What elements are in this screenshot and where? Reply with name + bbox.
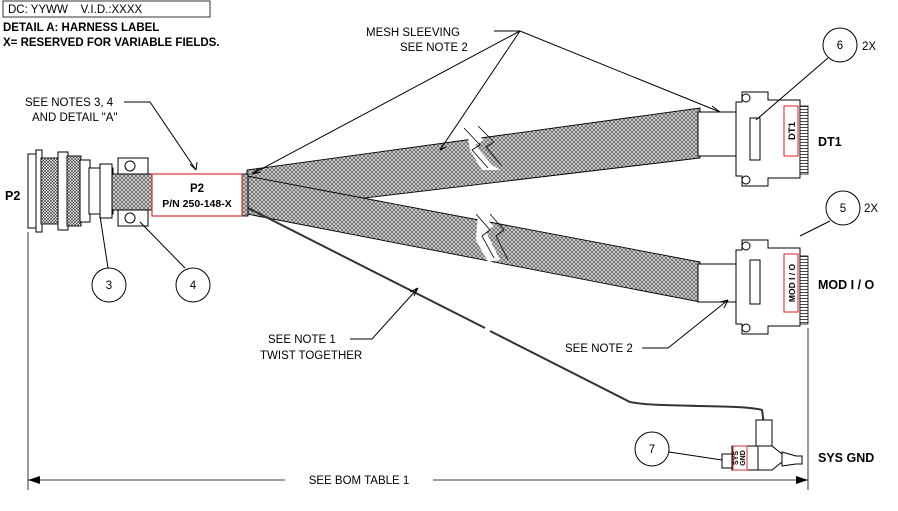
balloon-3-number: 3 [106,280,112,292]
note1-line2: TWIST TOGETHER [260,350,362,362]
p2-connector-label: P2 [5,189,20,203]
modio-tag: MOD I / O [787,263,797,302]
balloon-5-number: 5 [840,203,846,215]
note1-leader [350,287,419,340]
balloon-7 [634,431,723,467]
balloon-4-number: 4 [190,280,197,292]
bom-dimension [27,232,809,490]
dt1-connector-label: DT1 [818,135,842,149]
mesh-note-line2: SEE NOTE 2 [400,42,468,54]
sysgnd-tag-line2: GND [740,450,747,466]
notes34-line1: SEE NOTES 3, 4 [25,97,114,109]
note2-leader [642,299,729,349]
notes34-leader [124,101,198,171]
notes34-line2: AND DETAIL "A" [32,112,118,124]
harness-label-line1: P2 [190,183,204,195]
detail-a-note: X= RESERVED FOR VARIABLE FIELDS. [3,37,220,49]
ground-wire [247,207,766,433]
balloon-4 [139,221,211,303]
dt1-connector [697,91,809,187]
harness-label-line2: P/N 250-148-X [162,198,231,210]
mesh-branch-lower [246,175,701,303]
balloon-6-qty: 2X [862,41,876,53]
dt1-tag: DT1 [787,121,798,140]
balloon-6 [755,27,858,121]
harness-label [151,173,243,217]
modio-connector-label: MOD I / O [818,278,875,292]
sysgnd-terminal [721,419,803,471]
balloon-5 [799,190,861,237]
harness-label-box [2,0,211,18]
modio-connector [697,239,809,335]
harness-label-fields: DC: YYWW V.I.D.:XXXX [8,4,143,16]
balloon-7-number: 7 [649,444,655,456]
p2-connector [27,149,114,233]
detail-a-title: DETAIL A: HARNESS LABEL [3,22,159,34]
note2-label: SEE NOTE 2 [565,343,633,355]
sysgnd-label: SYS GND [818,451,874,465]
mesh-note-line1: MESH SLEEVING [366,27,460,39]
sysgnd-tag-line1: SYS [733,451,740,465]
balloon-6-number: 6 [837,40,843,52]
note1-line1: SEE NOTE 1 [268,334,336,346]
bom-dimension-label: SEE BOM TABLE 1 [309,475,410,487]
mesh-leaders [251,30,721,175]
balloon-5-qty: 2X [864,203,878,215]
balloon-3 [91,215,127,303]
